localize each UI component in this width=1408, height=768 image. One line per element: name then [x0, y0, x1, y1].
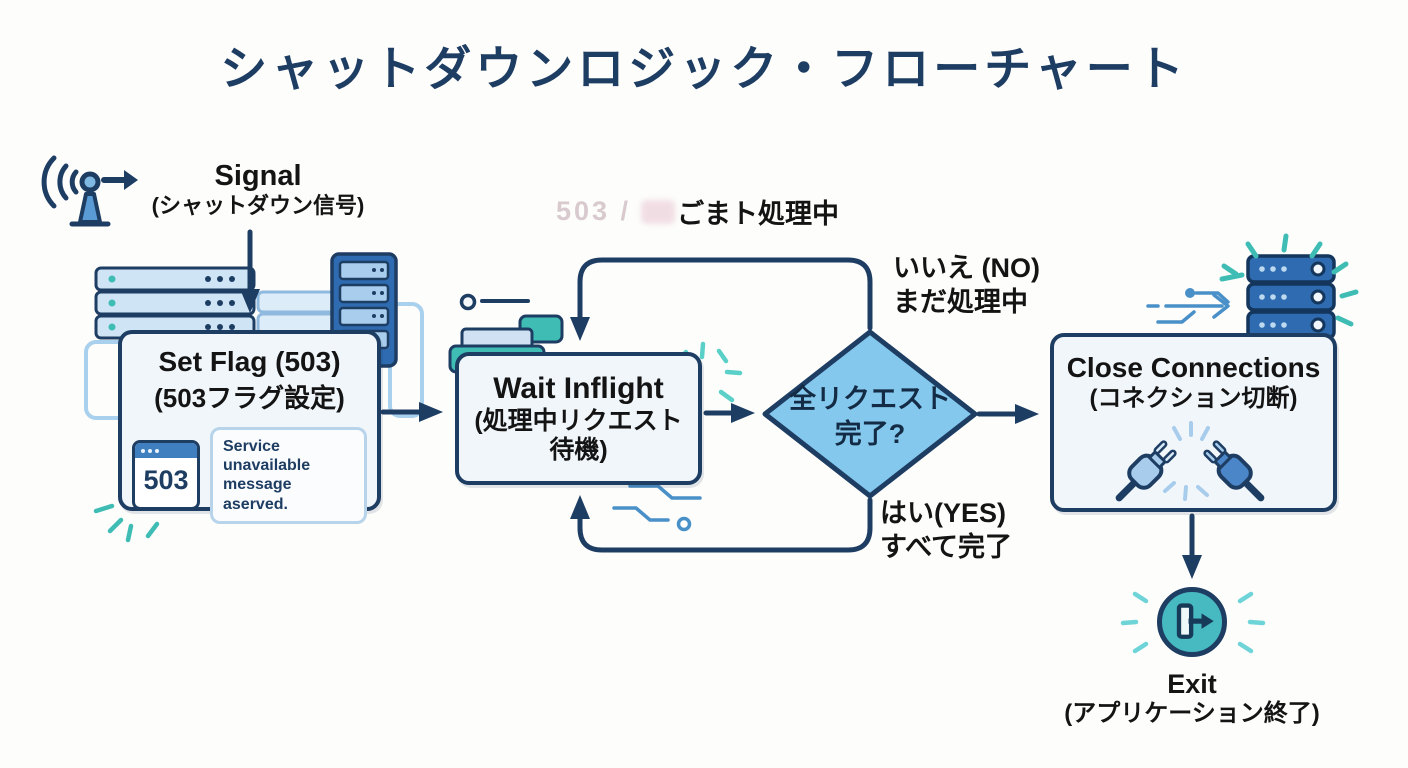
watermark-main-text: ごまト処理中: [677, 199, 840, 229]
signal-antenna-icon: [41, 155, 138, 227]
server-rack-right-icon: [1246, 254, 1336, 340]
watermark-faded-text: 503 /: [556, 196, 632, 226]
edge-no-loop: [570, 257, 873, 341]
window-titlebar: [135, 443, 197, 459]
unplugged-connectors-icon: [1115, 421, 1265, 502]
yes-line1: はい(YES): [880, 498, 1007, 528]
node-close-connections: Close Connections (コネクション切断): [1050, 333, 1337, 512]
circuit-trace-icon: [612, 484, 702, 532]
decision-line2: 完了?: [834, 419, 906, 450]
server-stack-left-icon: [94, 266, 256, 340]
signal-subtitle: (シャットダウン信号): [151, 193, 365, 219]
status-code-503: 503: [143, 465, 189, 496]
wait-subtitle-line1: (処理中リクエスト: [474, 406, 683, 435]
exit-subtitle: (アプリケーション終了): [1064, 700, 1320, 728]
browser-window-503-icon: 503: [132, 440, 200, 511]
server-stack-middle-icon: [256, 290, 360, 336]
edge-label-no: いいえ (NO) まだ処理中: [893, 252, 1040, 320]
garbled-text-blob: [641, 199, 676, 224]
exit-label: Exit (アプリケーション終了): [1042, 668, 1342, 729]
exit-node: [1157, 587, 1227, 657]
plug-left-icon: [1115, 440, 1177, 502]
decision-line1: 全リクエスト: [789, 384, 951, 414]
service-unavailable-message: Service unavailable message aserved.: [210, 427, 367, 524]
node-wait-inflight: Wait Inflight (処理中リクエスト 待機): [455, 352, 702, 485]
window-dot-icon: [141, 448, 145, 453]
decision-label: 全リクエスト 完了?: [780, 382, 960, 452]
signal-label: Signal (シャットダウン信号): [138, 160, 378, 219]
yes-line2: すべて完了: [880, 531, 1013, 562]
logout-icon: [1176, 603, 1214, 639]
window-dot-icon: [148, 448, 152, 453]
window-dot-icon: [155, 448, 159, 453]
circuit-arrow-icon: [1146, 288, 1230, 324]
edge-yes-loop: [570, 495, 873, 553]
edge-label-yes: はい(YES) すべて完了: [880, 497, 1012, 565]
wait-subtitle-line2: 待機): [549, 436, 608, 465]
no-line2: まだ処理中: [893, 286, 1028, 317]
spark-burst-icon: [1221, 233, 1359, 327]
node-set-flag: Set Flag (503) (503フラグ設定) 503 Service un…: [118, 330, 381, 524]
no-line1: いいえ (NO): [893, 253, 1040, 283]
teal-dash-icon: [1219, 272, 1245, 282]
page-title: シャットダウンロジック・フローチャート: [220, 42, 1188, 95]
wait-title: Wait Inflight: [493, 372, 664, 406]
message-line-1: Service unavailable: [223, 438, 311, 475]
signal-title: Signal: [214, 160, 302, 192]
close-title: Close Connections: [1066, 352, 1321, 383]
message-line-2: message aserved.: [223, 476, 292, 513]
spark-burst-icon: [1163, 421, 1210, 501]
set-flag-badge-row: 503 Service unavailable message aserved.: [122, 427, 377, 524]
watermark-note: 503 / ごまト処理中: [556, 192, 839, 231]
exit-title: Exit: [1167, 669, 1217, 699]
set-flag-subtitle: (503フラグ設定): [154, 383, 345, 413]
set-flag-title: Set Flag (503): [158, 346, 341, 377]
close-subtitle: (コネクション切断): [1089, 384, 1298, 412]
plug-right-icon: [1203, 440, 1265, 502]
